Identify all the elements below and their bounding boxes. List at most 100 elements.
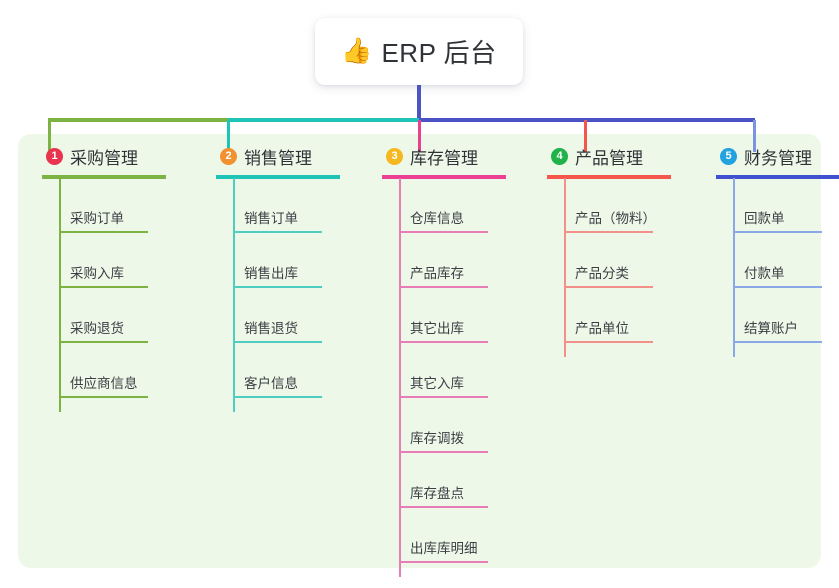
- leaf-item[interactable]: 采购订单: [26, 183, 148, 238]
- leaf-item-label: 结算账户: [744, 321, 798, 336]
- leaf-item-underline: [60, 341, 148, 343]
- column-finance: 5 财务管理回款单付款单结算账户: [700, 143, 839, 357]
- column-header-product[interactable]: 4 产品管理: [531, 143, 643, 169]
- leaf-item-label: 库存盘点: [410, 486, 464, 501]
- leaf-item[interactable]: 销售出库: [200, 238, 322, 293]
- leaf-list-inventory: 仓库信息产品库存其它出库其它入库库存调拨库存盘点出库库明细: [366, 169, 488, 568]
- column-underline-product: [547, 175, 671, 179]
- leaf-item-underline: [734, 231, 822, 233]
- leaf-list-purchase: 采购订单采购入库采购退货供应商信息: [26, 169, 148, 403]
- leaf-item-label: 采购订单: [70, 211, 124, 226]
- column-underline-purchase: [42, 175, 166, 179]
- column-sales: 2 销售管理销售订单销售出库销售退货客户信息: [200, 143, 340, 412]
- leaf-list-finance: 回款单付款单结算账户: [700, 169, 822, 348]
- leaf-item[interactable]: 结算账户: [700, 293, 822, 348]
- bus-segment-blue: [419, 118, 755, 122]
- leaf-item[interactable]: 回款单: [700, 183, 822, 238]
- leaf-item-label: 产品单位: [575, 321, 629, 336]
- leaf-item[interactable]: 销售订单: [200, 183, 322, 238]
- number-badge-icon: 3: [386, 147, 403, 165]
- leaf-item-label: 回款单: [744, 211, 785, 226]
- leaf-item-underline: [400, 561, 488, 563]
- leaf-item[interactable]: 出库库明细: [366, 513, 488, 568]
- leaf-item-label: 其它出库: [410, 321, 464, 336]
- leaf-item[interactable]: 库存盘点: [366, 458, 488, 513]
- leaf-item-underline: [400, 451, 488, 453]
- leaf-item[interactable]: 仓库信息: [366, 183, 488, 238]
- drop-line-3: [418, 120, 421, 152]
- leaf-item-underline: [400, 396, 488, 398]
- leaf-item-label: 采购退货: [70, 321, 124, 336]
- leaf-item-label: 产品库存: [410, 266, 464, 281]
- trunk-connector: [417, 85, 421, 120]
- leaf-item-underline: [60, 396, 148, 398]
- column-title-inventory: 库存管理: [410, 148, 478, 168]
- leaf-item-label: 销售退货: [244, 321, 298, 336]
- drop-line-5: [753, 120, 756, 152]
- drop-line-1: [48, 120, 51, 152]
- number-badge-icon: 2: [220, 147, 237, 165]
- leaf-item[interactable]: 产品分类: [531, 238, 653, 293]
- root-node-title: ERP 后台: [381, 38, 497, 68]
- leaf-item[interactable]: 库存调拨: [366, 403, 488, 458]
- leaf-item-underline: [234, 341, 322, 343]
- leaf-item[interactable]: 产品单位: [531, 293, 653, 348]
- leaf-item[interactable]: 客户信息: [200, 348, 322, 403]
- leaf-list-product: 产品（物料）产品分类产品单位: [531, 169, 656, 348]
- column-header-sales[interactable]: 2 销售管理: [200, 143, 312, 169]
- number-badge-icon: 5: [720, 147, 737, 165]
- leaf-item-label: 出库库明细: [410, 541, 478, 556]
- column-underline-sales: [216, 175, 340, 179]
- drop-line-2: [227, 120, 230, 152]
- leaf-item[interactable]: 产品库存: [366, 238, 488, 293]
- column-spine-sales: [233, 178, 235, 412]
- column-spine-finance: [733, 178, 735, 357]
- leaf-item-underline: [234, 286, 322, 288]
- column-spine-purchase: [59, 178, 61, 412]
- number-badge-icon: 1: [46, 147, 63, 165]
- column-spine-product: [564, 178, 566, 357]
- leaf-item[interactable]: 供应商信息: [26, 348, 148, 403]
- leaf-list-sales: 销售订单销售出库销售退货客户信息: [200, 169, 322, 403]
- column-header-finance[interactable]: 5 财务管理: [700, 143, 812, 169]
- leaf-item-underline: [400, 506, 488, 508]
- leaf-item-underline: [400, 341, 488, 343]
- column-underline-finance: [716, 175, 839, 179]
- leaf-item-label: 客户信息: [244, 376, 298, 391]
- column-title-product: 产品管理: [575, 148, 643, 168]
- bus-segment-green: [48, 118, 228, 122]
- column-title-purchase: 采购管理: [70, 148, 138, 168]
- leaf-item-label: 销售出库: [244, 266, 298, 281]
- leaf-item[interactable]: 付款单: [700, 238, 822, 293]
- leaf-item-label: 库存调拨: [410, 431, 464, 446]
- leaf-item-underline: [400, 231, 488, 233]
- column-title-sales: 销售管理: [244, 148, 312, 168]
- leaf-item-underline: [60, 231, 148, 233]
- column-purchase: 1 采购管理采购订单采购入库采购退货供应商信息: [26, 143, 166, 412]
- leaf-item-underline: [565, 286, 653, 288]
- leaf-item[interactable]: 其它出库: [366, 293, 488, 348]
- column-product: 4 产品管理产品（物料）产品分类产品单位: [531, 143, 671, 357]
- leaf-item-underline: [400, 286, 488, 288]
- leaf-item-label: 采购入库: [70, 266, 124, 281]
- root-node-erp-backend[interactable]: 👍 ERP 后台: [315, 18, 523, 85]
- leaf-item-underline: [734, 341, 822, 343]
- leaf-item-label: 付款单: [744, 266, 785, 281]
- leaf-item-underline: [234, 231, 322, 233]
- drop-line-4: [584, 120, 587, 152]
- thumbs-up-icon: 👍: [341, 37, 373, 65]
- leaf-item[interactable]: 销售退货: [200, 293, 322, 348]
- leaf-item-underline: [565, 341, 653, 343]
- bus-segment-teal: [228, 118, 419, 122]
- leaf-item-underline: [734, 286, 822, 288]
- column-title-finance: 财务管理: [744, 148, 812, 168]
- leaf-item[interactable]: 其它入库: [366, 348, 488, 403]
- leaf-item-underline: [234, 396, 322, 398]
- leaf-item[interactable]: 产品（物料）: [531, 183, 656, 238]
- column-header-inventory[interactable]: 3 库存管理: [366, 143, 478, 169]
- leaf-item-label: 其它入库: [410, 376, 464, 391]
- leaf-item[interactable]: 采购退货: [26, 293, 148, 348]
- leaf-item[interactable]: 采购入库: [26, 238, 148, 293]
- number-badge-icon: 4: [551, 147, 568, 165]
- column-header-purchase[interactable]: 1 采购管理: [26, 143, 138, 169]
